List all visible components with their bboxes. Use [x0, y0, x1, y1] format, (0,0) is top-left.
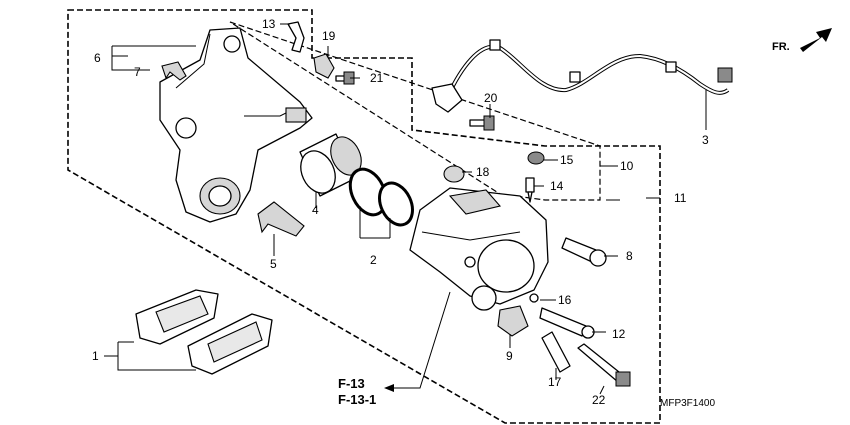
reference-label-f13[interactable]: F-13: [338, 376, 365, 391]
callout-11: 11: [674, 191, 687, 205]
bolt-22: [577, 343, 631, 387]
caliper-bracket: [159, 27, 313, 223]
callout-16: 16: [558, 293, 572, 307]
callout-14: 14: [550, 179, 564, 193]
bleeder-valve: [525, 151, 545, 203]
assembly-boundary-outer: [67, 9, 661, 424]
reference-arrowhead: [384, 384, 394, 392]
reference-arrow-line: [392, 291, 451, 389]
front-direction-arrow: FR.: [772, 28, 832, 53]
sleeve-17: [541, 331, 571, 373]
reference-label-f13-1[interactable]: F-13-1: [338, 392, 376, 407]
bracket-clip: [161, 61, 187, 81]
callout-10: 10: [620, 159, 634, 173]
bleeder-cap: [443, 165, 465, 183]
callout-15: 15: [560, 153, 574, 167]
callout-3: 3: [702, 133, 709, 147]
callout-18: 18: [476, 165, 490, 179]
callout-1: 1: [92, 349, 99, 363]
callout-5: 5: [270, 257, 277, 271]
assembly-boundary-inner: [229, 21, 601, 201]
leader-lines: [104, 23, 707, 395]
hose-clip: [313, 53, 335, 79]
callout-4: 4: [312, 203, 319, 217]
slide-pin-12: [539, 307, 595, 339]
callout-17: 17: [548, 375, 562, 389]
callout-9: 9: [506, 349, 513, 363]
callout-20: 20: [484, 91, 498, 105]
piston-seals: [348, 167, 414, 227]
callout-13: 13: [262, 17, 276, 31]
o-ring: [529, 293, 539, 303]
callout-8: 8: [626, 249, 633, 263]
callout-7: 7: [134, 65, 141, 79]
caliper-piston: [299, 133, 362, 197]
direction-label: FR.: [772, 41, 790, 53]
callout-12: 12: [612, 327, 626, 341]
pad-spring: [257, 201, 305, 237]
callout-19: 19: [322, 29, 336, 43]
caliper-body: [409, 187, 549, 311]
callout-2: 2: [370, 253, 377, 267]
pin-boot: [497, 305, 529, 337]
wheel-speed-sensor: [431, 39, 733, 113]
diagram-code: MFP3F1400: [660, 398, 715, 409]
callout-21: 21: [370, 71, 384, 85]
slide-pin-8: [561, 237, 607, 267]
bolt-20: [469, 115, 495, 131]
callout-22: 22: [592, 393, 606, 407]
callout-6: 6: [94, 51, 101, 65]
speed-sensor-clip: [287, 21, 305, 53]
brake-pads: [135, 289, 273, 375]
